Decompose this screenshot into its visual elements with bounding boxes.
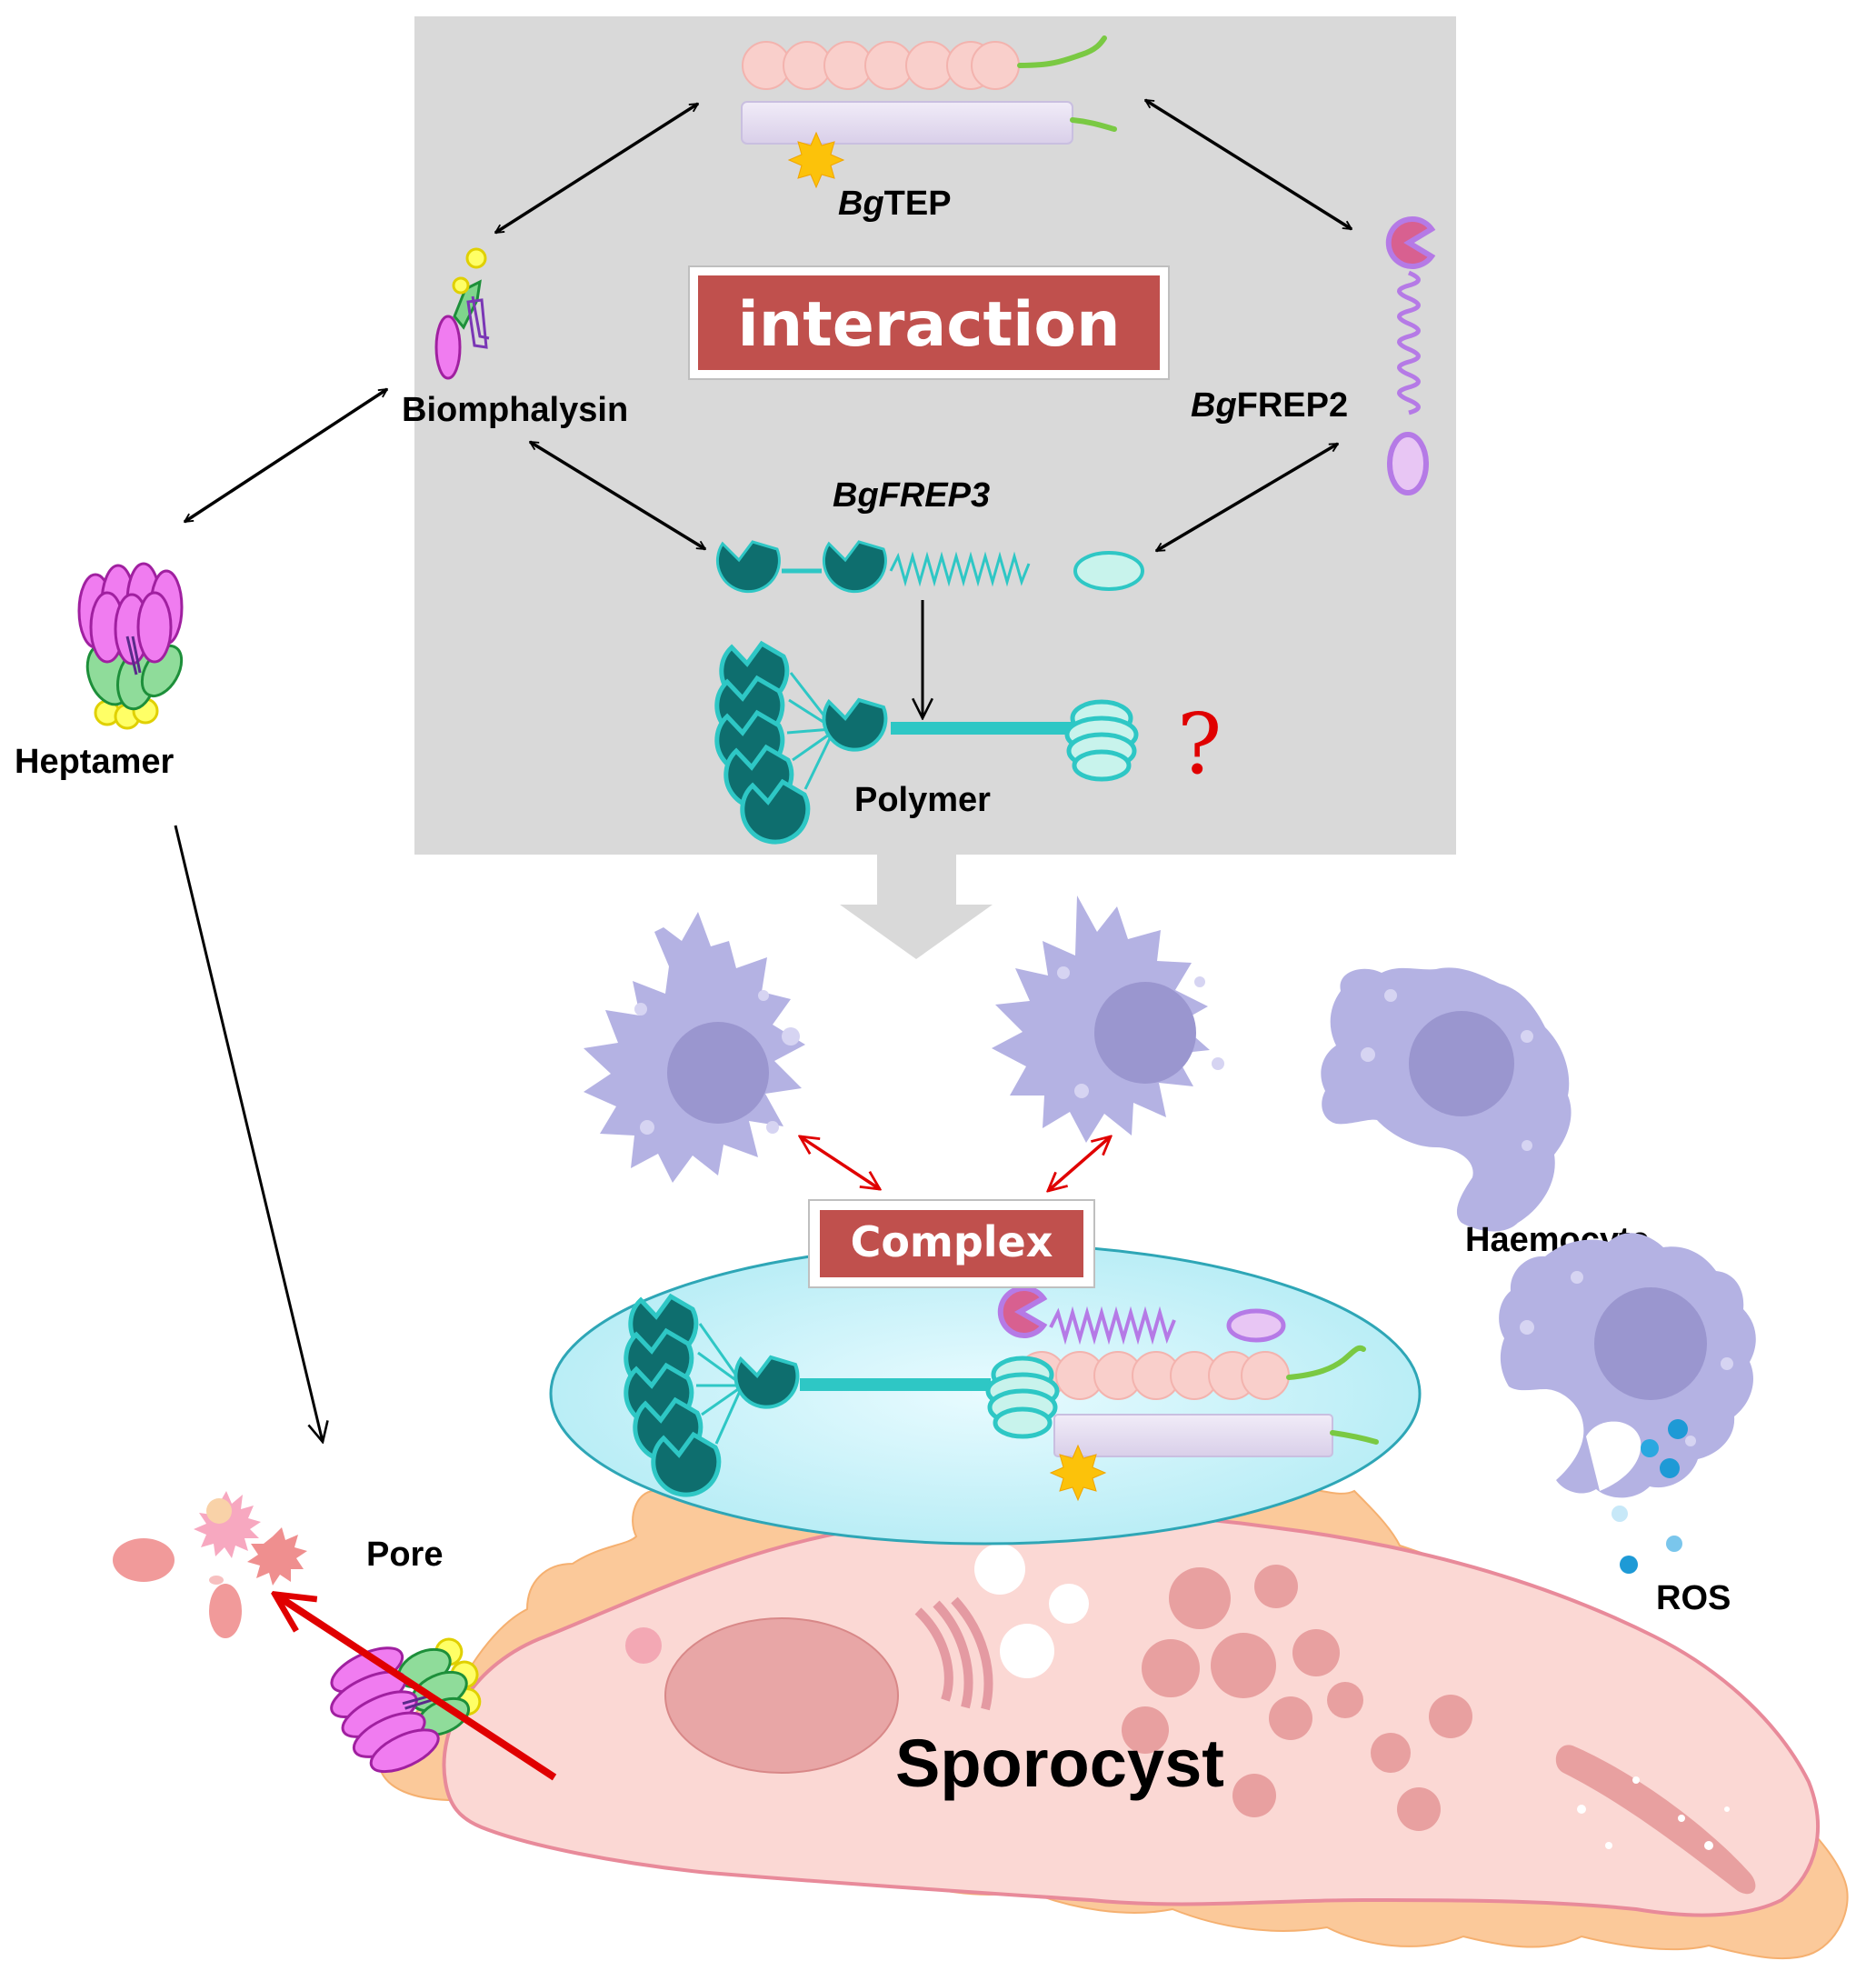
complex-fbg-cluster — [985, 1356, 1060, 1439]
frep3-polymer — [714, 600, 1139, 845]
complex-haemocyte-arrows — [800, 1136, 1111, 1191]
sporocyst-body — [442, 1512, 1820, 1917]
polymer-fbg-cluster — [1064, 699, 1139, 782]
complex-assembly — [624, 1286, 1379, 1502]
polymer-fbd-stack — [714, 640, 811, 845]
pore-efflux-arrow — [278, 1596, 557, 1781]
panel-output-arrow — [840, 855, 993, 959]
polymer-label: Polymer — [854, 781, 991, 819]
interaction-arrows — [174, 98, 1352, 1442]
bgfrep2-molecule — [1385, 216, 1436, 495]
haemocyte-spread — [1321, 967, 1572, 1232]
bgfrep3-label: BgFREP3 — [833, 476, 990, 515]
bgfrep2-label-rest: FREP2 — [1237, 386, 1348, 425]
bgtep-label-rest: TEP — [884, 185, 952, 223]
bgfrep2-label: BgFREP2 — [1191, 386, 1348, 425]
complex-fbd-stack — [624, 1293, 722, 1497]
haemocyte-ros — [1499, 1233, 1756, 1498]
bgfrep2-label-italic: Bg — [1191, 386, 1237, 425]
bgtep-molecule — [741, 35, 1117, 189]
heptamer-icon — [77, 562, 184, 730]
tep-bead-chain — [742, 41, 1020, 90]
heptamer-label: Heptamer — [15, 743, 174, 781]
complex-thioester-star-icon — [1049, 1444, 1107, 1502]
bgtep-label-italic: Bg — [838, 185, 884, 223]
complex-box-label: Complex — [851, 1217, 1053, 1266]
membrane-heptamer-icon — [330, 1637, 482, 1774]
ros-particles — [1612, 1419, 1688, 1574]
thioester-star-icon — [787, 131, 845, 189]
bgfrep3-molecule — [715, 540, 1144, 594]
haemocyte-spiky-1 — [584, 912, 805, 1183]
haemocyte-spiky-2 — [992, 895, 1224, 1143]
interaction-box-label: interaction — [737, 289, 1120, 361]
pore-label: Pore — [366, 1536, 443, 1574]
biomphalysin-label: Biomphalysin — [402, 391, 628, 429]
sporocyst-label: Sporocyst — [895, 1726, 1224, 1801]
question-mark: ? — [1177, 695, 1222, 793]
biomphalysin-monomer-icon — [434, 247, 490, 380]
leaked-contents — [113, 1491, 307, 1638]
bgtep-label: BgTEP — [838, 185, 952, 223]
ros-label: ROS — [1656, 1579, 1731, 1617]
